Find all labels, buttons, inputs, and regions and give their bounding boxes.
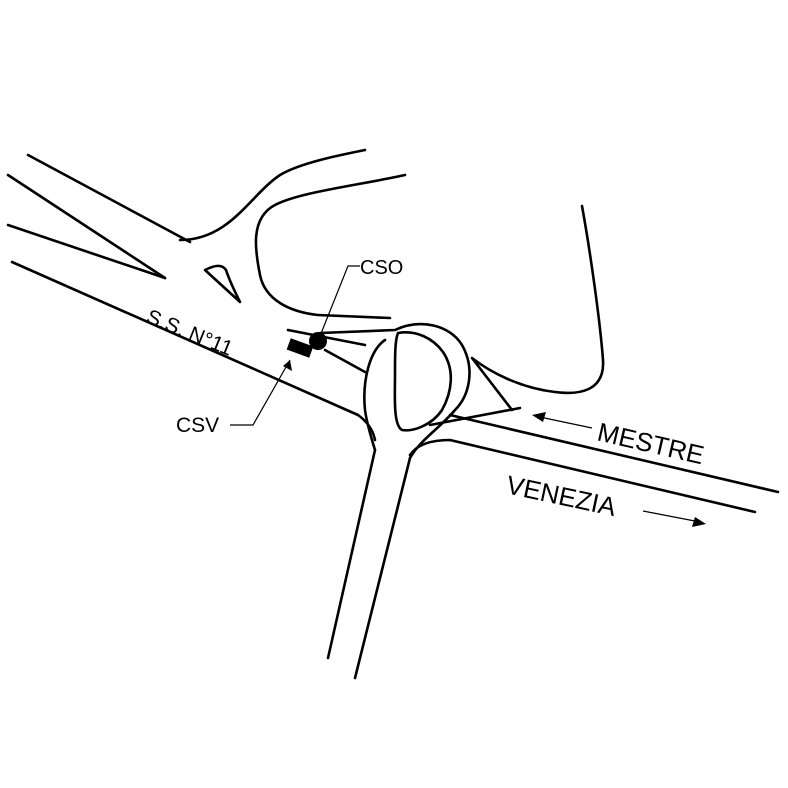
upper-left-slip-road <box>6 153 192 280</box>
mestre-direction-arrow <box>534 415 593 429</box>
csv-leader-line <box>230 359 291 426</box>
csv-label: CSV <box>176 414 219 437</box>
venezia-direction-arrow <box>642 510 701 523</box>
mestre-arrowhead <box>532 412 546 422</box>
road-name-label: S.S. N°11 <box>143 305 236 360</box>
southbound-road <box>326 448 412 680</box>
cso-label: CSO <box>360 257 403 279</box>
venezia-label: VENEZIA <box>504 470 620 523</box>
csv-station-marker <box>286 338 314 358</box>
upper-connector <box>178 148 605 412</box>
traffic-island <box>203 264 242 304</box>
loop-ramp <box>318 322 471 460</box>
csv-leader-arrowhead <box>283 360 292 371</box>
cso-leader-line <box>317 265 360 342</box>
venezia-arrowhead <box>692 517 706 527</box>
